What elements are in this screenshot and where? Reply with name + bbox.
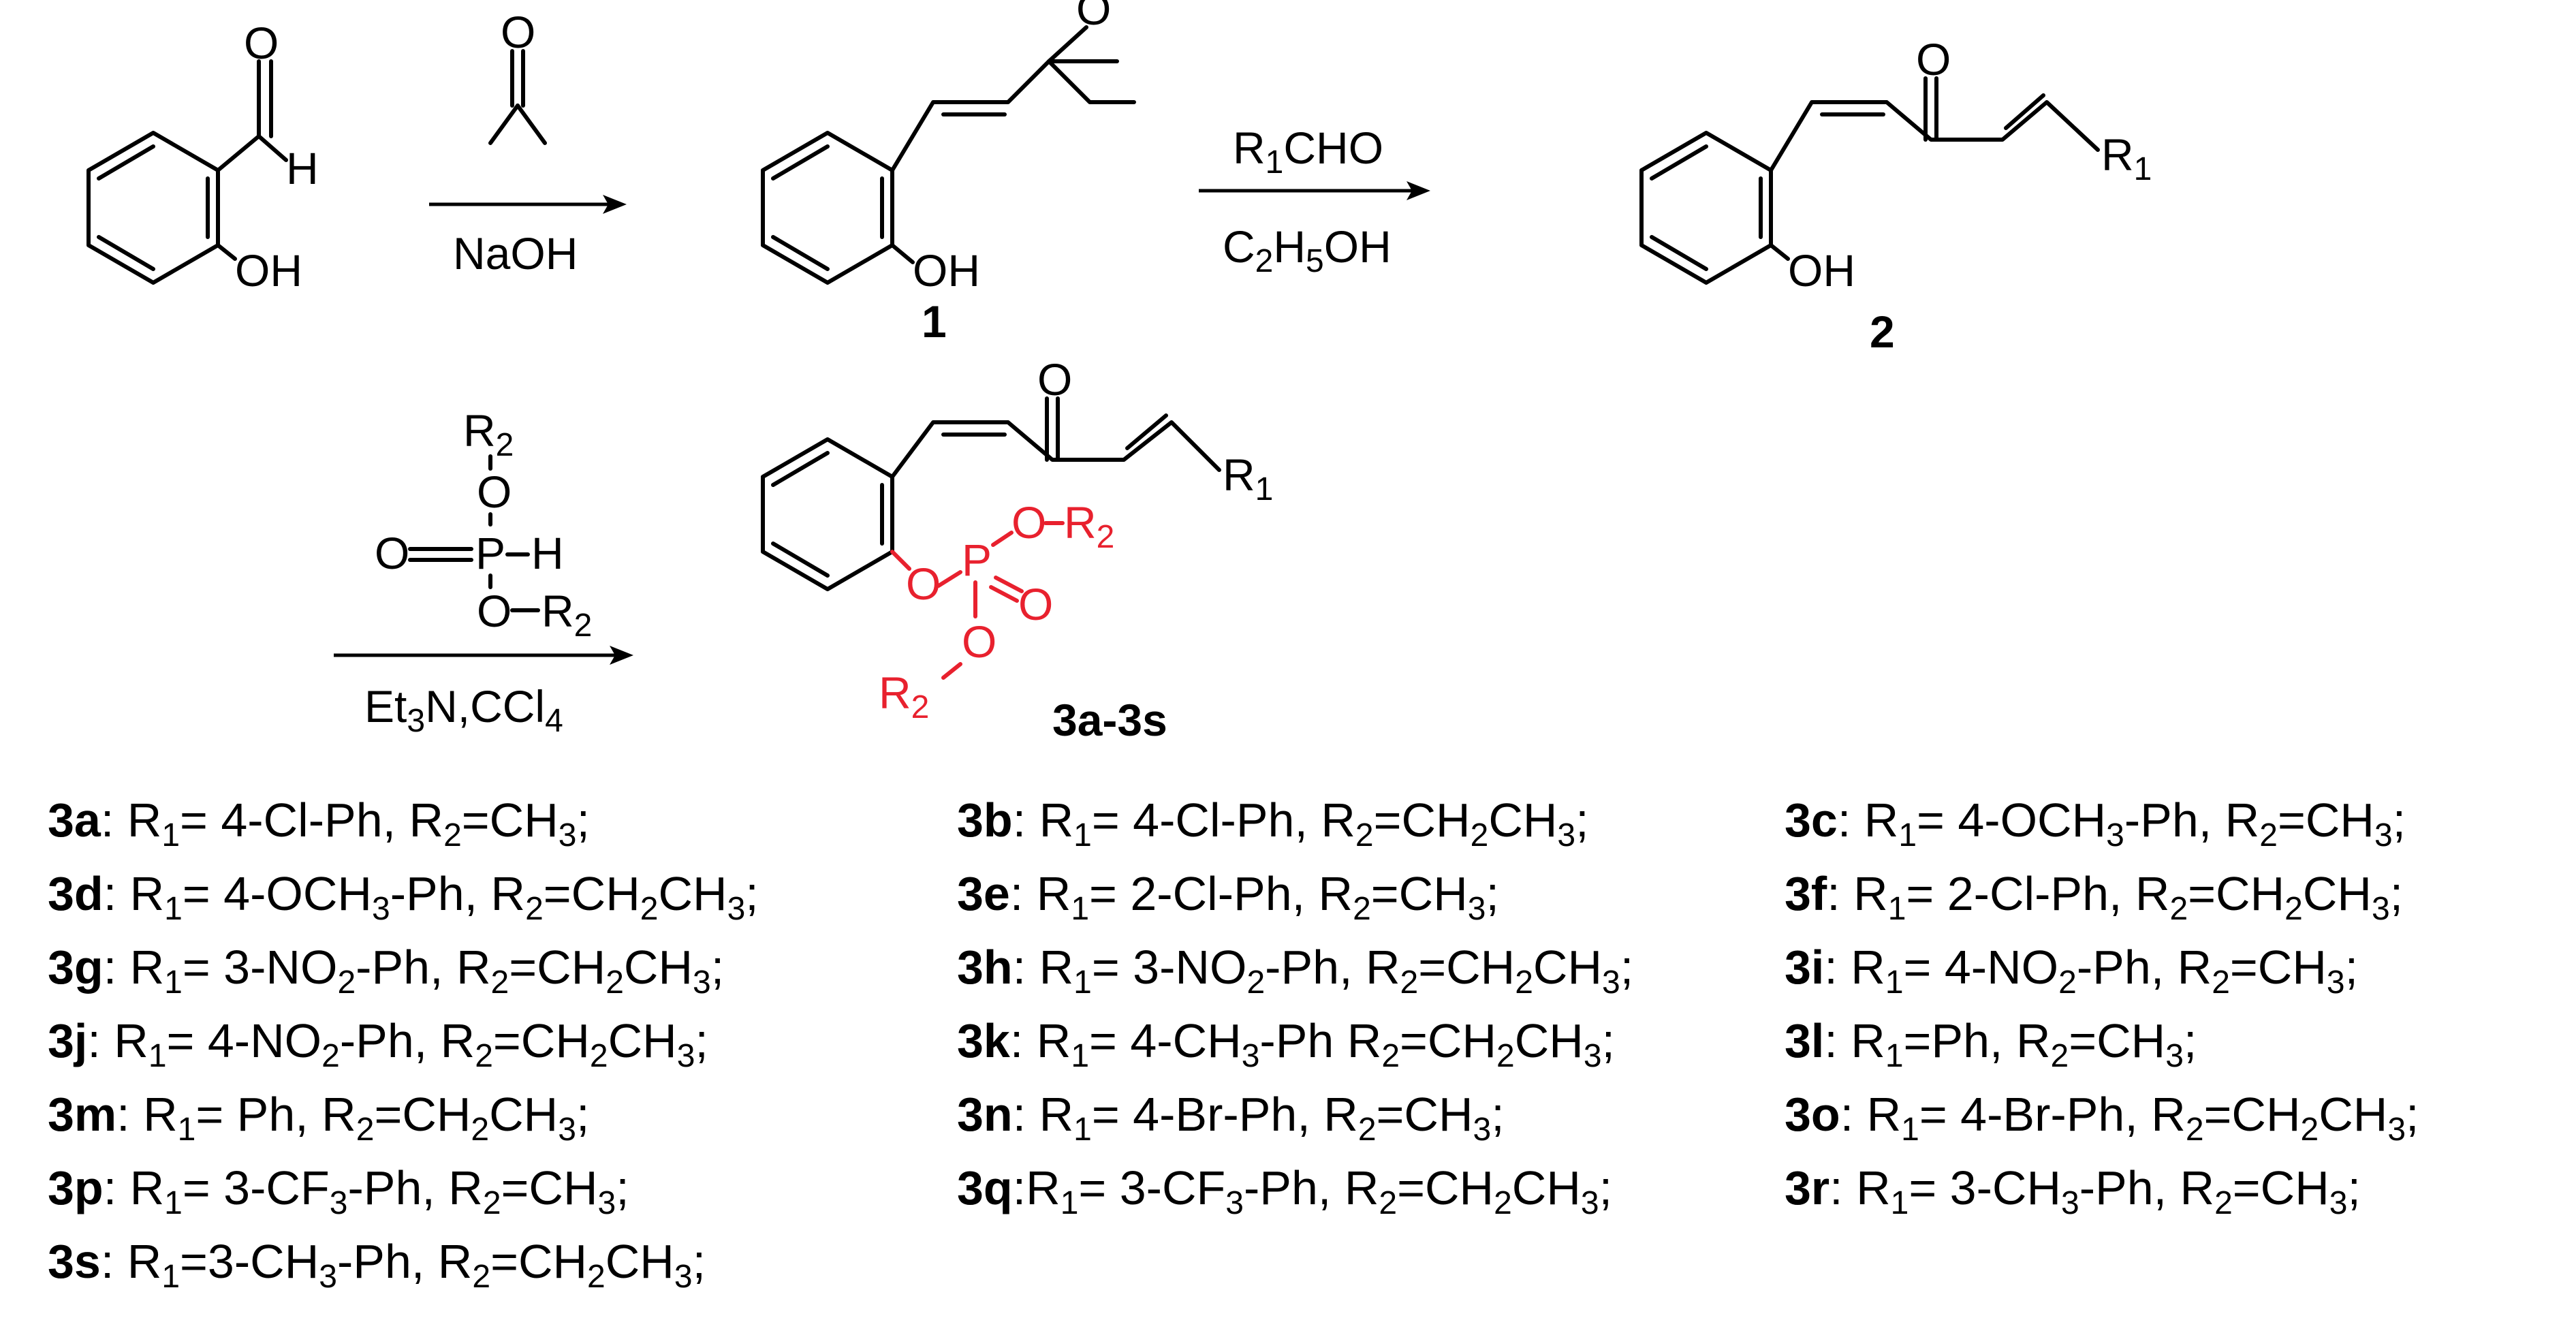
reagent-o-bottom: O [477,586,512,636]
compound-2-structure: O OH R1 2 [1639,34,2152,357]
legend-row: 3j: R1= 4-NO2-Ph, R2=CH2CH3; 3k: R1= 4-CH… [48,1004,2554,1078]
reagent-phosphorus: P [475,528,505,578]
compound-entry-3h: 3h: R1= 3-NO2-Ph, R2=CH2CH3; [957,941,1634,1001]
compound-entry-3f: 3f: R1= 2-Cl-Ph, R2=CH2CH3; [1785,867,2404,927]
compound-entry-3l: 3l: R1=Ph, R2=CH3; [1785,1014,2197,1074]
compound-entry-3i: 3i: R1= 4-NO2-Ph, R2=CH3; [1785,941,2359,1001]
atom-oh: OH [235,245,302,296]
step1-base: NaOH [453,228,578,279]
step3-arrowhead [610,646,633,665]
product-carbonyl-oxygen: O [1037,354,1072,405]
compound-entry-3k: 3k: R1= 4-CH3-Ph R2=CH2CH3; [957,1014,1615,1074]
step2-arrowhead [1407,181,1430,200]
compound-entry-3m: 3m: R1= Ph, R2=CH2CH3; [48,1088,590,1148]
legend-row: 3a: R1= 4-Cl-Ph, R2=CH3; 3b: R1= 4-Cl-Ph,… [48,783,2554,857]
compound-entry-3j: 3j: R1= 4-NO2-Ph, R2=CH2CH3; [48,1014,708,1074]
product-o-r2-lower-oxygen: O [962,616,996,667]
legend-row: 3s: R1=3-CH3-Ph, R2=CH2CH3; [48,1225,2554,1298]
step2-arrow-group: R1CHO C2H5OH [1199,123,1430,279]
compound-entry-3n: 3n: R1= 4-Br-Ph, R2=CH3; [957,1088,1505,1148]
compound-entry-3a: 3a: R1= 4-Cl-Ph, R2=CH3; [48,794,590,853]
acetone-oxygen: O [501,7,535,57]
reagent-r2-bottom: R2 [541,586,592,644]
compound-1-label: 1 [922,296,947,347]
compound-2-r1: R1 [2101,129,2152,187]
product-r2-upper: R2 [1064,497,1114,555]
atom-h: H [286,143,319,193]
compound-2-oxygen: O [1916,34,1951,84]
compound-entry-3b: 3b: R1= 4-Cl-Ph, R2=CH2CH3; [957,794,1589,853]
legend-row: 3p: R1= 3-CF3-Ph, R2=CH3; 3q:R1= 3-CF3-Ph… [48,1151,2554,1225]
step3-arrow-group: R2 O O P H O R2 Et3N,CCl4 [334,405,633,739]
legend-row: 3d: R1= 4-OCH3-Ph, R2=CH2CH3; 3e: R1= 2-C… [48,857,2554,930]
reagent-oxo: O [375,528,409,578]
compound-entry-3r: 3r: R1= 3-CH3-Ph, R2=CH3; [1785,1161,2361,1221]
compound-entry-3s: 3s: R1=3-CH3-Ph, R2=CH2CH3; [48,1235,706,1295]
product-3-structure: O R1 O P O R2 O O R2 3a-3s [761,354,1273,745]
compound-entry-3d: 3d: R1= 4-OCH3-Ph, R2=CH2CH3; [48,867,759,927]
reaction-scheme: O H OH O NaOH O OH 1 R1CHO C2H5OH [87,0,2152,745]
compound-1-oxygen: O [1076,0,1111,34]
compound-2-label: 2 [1870,307,1895,357]
step2-aldehyde: R1CHO [1233,123,1383,180]
legend-row: 3m: R1= Ph, R2=CH2CH3; 3n: R1= 4-Br-Ph, R… [48,1078,2554,1151]
reagent-o-top: O [477,467,512,517]
step1-arrow-group: O NaOH [429,7,627,279]
compound-2-oh: OH [1788,245,1855,296]
compound-entry-3q: 3q:R1= 3-CF3-Ph, R2=CH2CH3; [957,1161,1613,1221]
product-label: 3a-3s [1052,695,1167,745]
product-r2-lower: R2 [879,668,929,725]
legend-row: 3g: R1= 3-NO2-Ph, R2=CH2CH3; 3h: R1= 3-NO… [48,930,2554,1004]
compound-legend: 3a: R1= 4-Cl-Ph, R2=CH3; 3b: R1= 4-Cl-Ph,… [48,783,2554,1298]
atom-o: O [244,18,279,68]
compound-entry-3p: 3p: R1= 3-CF3-Ph, R2=CH3; [48,1161,629,1221]
reagent-hydrogen: H [531,528,564,578]
compound-1-oh: OH [913,245,980,296]
product-o-r2-oxygen: O [1011,497,1046,548]
compound-entry-3e: 3e: R1= 2-Cl-Ph, R2=CH3; [957,867,1499,927]
product-phosphorus: P [962,535,992,585]
step2-solvent: C2H5OH [1223,221,1392,279]
compound-entry-3c: 3c: R1= 4-OCH3-Ph, R2=CH3; [1785,794,2406,853]
compound-1-structure: O OH 1 [761,0,1136,347]
step3-conditions: Et3N,CCl4 [364,681,563,739]
product-r1: R1 [1223,450,1273,507]
step1-arrowhead [603,195,627,214]
reagent-r2-top: R2 [463,405,514,463]
product-p-oxo: O [1018,579,1053,629]
compound-entry-3g: 3g: R1= 3-NO2-Ph, R2=CH2CH3; [48,941,725,1001]
product-ester-oxygen: O [906,559,941,609]
compound-entry-3o: 3o: R1= 4-Br-Ph, R2=CH2CH3; [1785,1088,2419,1148]
salicylaldehyde-structure: O H OH [87,18,319,296]
